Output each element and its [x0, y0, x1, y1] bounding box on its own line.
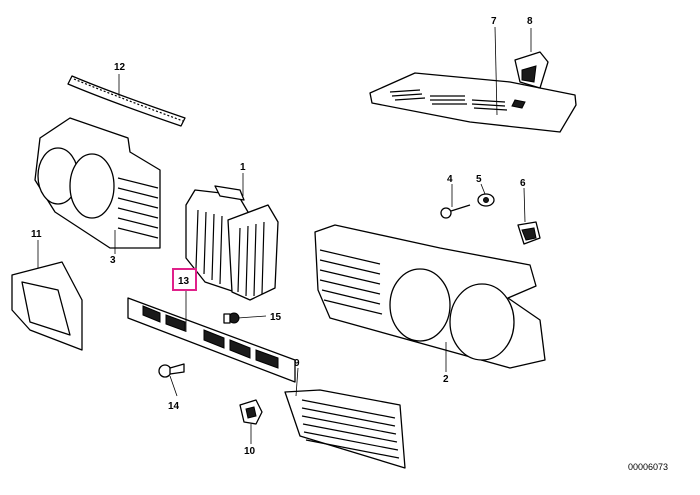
part-2-right-grille-frame[interactable]: [314, 224, 546, 369]
callout-13[interactable]: 13: [178, 276, 190, 287]
callout-7: 7: [491, 16, 497, 27]
part-4-bolt[interactable]: [440, 204, 471, 219]
part-7-upper-panel-grille[interactable]: [369, 72, 577, 133]
part-14-push-rivet[interactable]: [158, 363, 185, 378]
callout-3: 3: [110, 255, 116, 266]
part-9-lower-side-grille[interactable]: [284, 389, 406, 469]
part-10-clip[interactable]: [239, 399, 263, 425]
callout-6: 6: [520, 178, 526, 189]
part-13-lower-intake-grille[interactable]: [127, 297, 296, 383]
callout-11: 11: [31, 229, 42, 240]
part-11-air-duct[interactable]: [11, 261, 83, 351]
leader-lines: [37, 26, 532, 444]
callout-4: 4: [447, 174, 453, 185]
part-1-kidney-grille[interactable]: [185, 185, 279, 301]
part-8-retaining-clip[interactable]: [514, 51, 549, 89]
part-3-left-grille-frame[interactable]: [34, 117, 161, 249]
part-12-seal-strip[interactable]: [67, 75, 186, 127]
document-number: 00006073: [628, 462, 668, 472]
callout-15: 15: [270, 312, 282, 323]
callout-2: 2: [443, 374, 449, 385]
part-15-clip[interactable]: [223, 312, 240, 324]
callout-9: 9: [294, 358, 300, 369]
callout-1: 1: [240, 162, 246, 173]
callout-12: 12: [114, 62, 126, 73]
callout-14: 14: [168, 401, 180, 412]
part-5-nut[interactable]: [477, 193, 495, 207]
part-6-clip[interactable]: [517, 221, 541, 245]
callout-10: 10: [244, 446, 256, 457]
callout-5: 5: [476, 174, 482, 185]
callout-13-highlight-box: [172, 268, 197, 291]
callout-8: 8: [527, 16, 533, 27]
